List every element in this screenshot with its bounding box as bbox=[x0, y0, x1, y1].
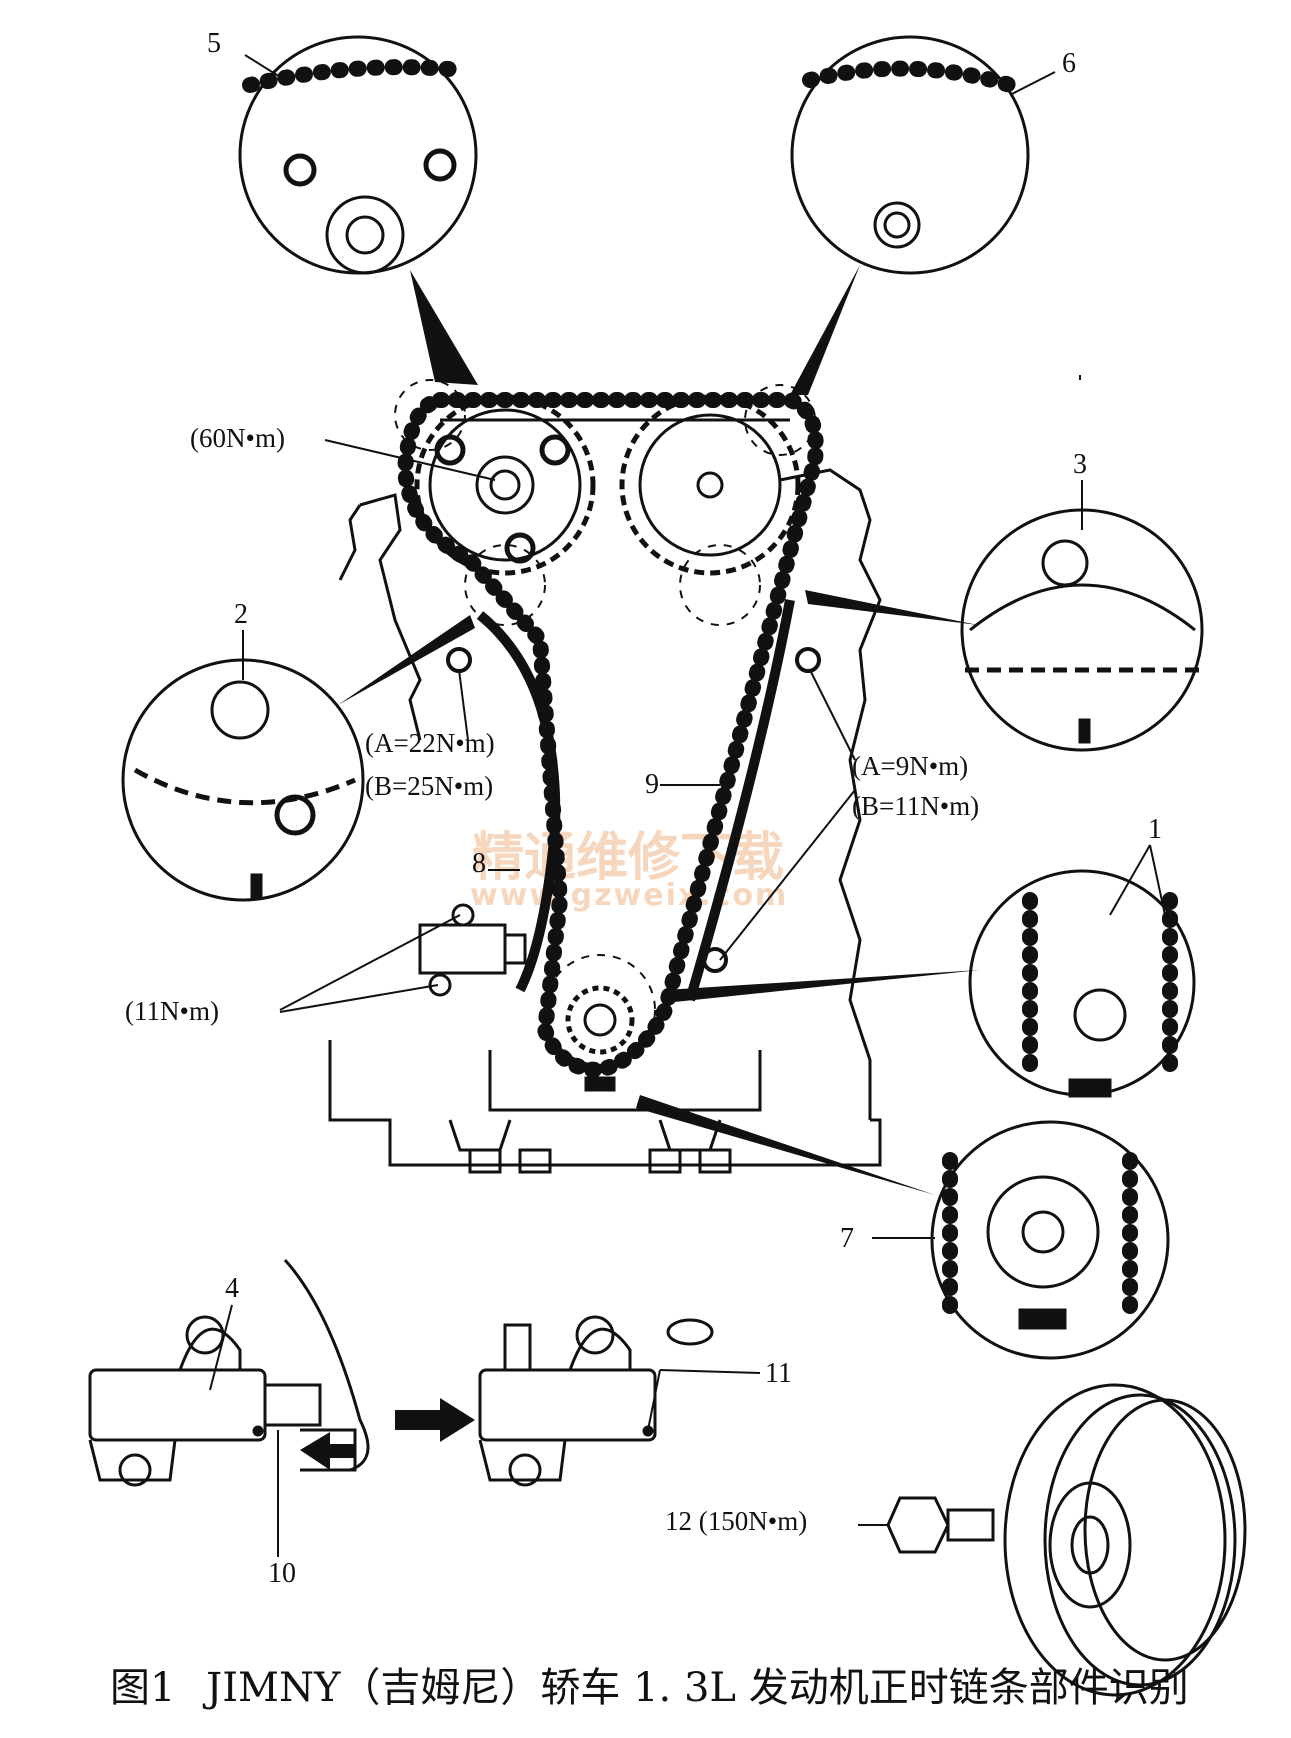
detail-circle-6 bbox=[790, 35, 1030, 395]
chain-guides bbox=[476, 599, 795, 1002]
right-arrow-icon bbox=[395, 1398, 475, 1442]
tensioner-locked bbox=[478, 1315, 714, 1487]
torque-camshaft-bolt: (60N•m) bbox=[190, 423, 285, 453]
torque-guide-b-left: (B=25N•m) bbox=[365, 771, 493, 801]
leader-lines bbox=[242, 54, 1166, 1239]
torque-labels: (60N•m) (A=22N•m) (B=25N•m) (A=9N•m) (B=… bbox=[125, 423, 979, 1026]
svg-text:www.gzweix.com: www.gzweix.com bbox=[470, 878, 788, 913]
tensioner-compressed bbox=[88, 1258, 370, 1487]
torque-guide-a-left: (A=22N•m) bbox=[365, 728, 495, 758]
callout-9: 9 bbox=[645, 769, 659, 800]
torque-guide-a-right: (A=9N•m) bbox=[852, 751, 968, 781]
crank-pulley bbox=[1003, 1383, 1247, 1697]
figure-caption: 图1 JIMNY（吉姆尼）轿车 1. 3L 发动机正时链条部件识别 bbox=[110, 1655, 1270, 1713]
figure-number: 图1 bbox=[110, 1665, 176, 1711]
callout-8: 8 bbox=[472, 848, 486, 879]
chain-tensioner bbox=[418, 903, 527, 997]
crank-bolt bbox=[886, 1496, 995, 1554]
torque-tensioner: (11N•m) bbox=[125, 996, 219, 1026]
callout-1: 1 bbox=[1148, 814, 1162, 845]
callout-12: 12 (150N•m) bbox=[665, 1506, 807, 1536]
detail-circle-3 bbox=[805, 508, 1204, 752]
callout-3: 3 bbox=[1073, 449, 1087, 480]
detail-circle-7 bbox=[636, 1095, 1170, 1360]
exhaust-cam-sprocket bbox=[619, 384, 816, 626]
detail-circle-1 bbox=[665, 869, 1196, 1098]
leaders-bottom bbox=[209, 1304, 888, 1557]
push-arrow-icon bbox=[300, 1432, 355, 1470]
intake-cam-sprocket bbox=[394, 379, 596, 626]
guide-bolts bbox=[446, 647, 821, 973]
callout-11: 11 bbox=[765, 1358, 792, 1389]
callout-2: 2 bbox=[234, 599, 248, 630]
callout-7: 7 bbox=[840, 1223, 854, 1254]
callout-4: 4 bbox=[225, 1273, 239, 1304]
crank-sprocket bbox=[544, 954, 656, 1092]
figure-title: JIMNY（吉姆尼）轿车 1. 3L 发动机正时链条部件识别 bbox=[206, 1665, 1189, 1711]
callout-10: 10 bbox=[268, 1558, 296, 1589]
torque-guide-b-right: (B=11N•m) bbox=[852, 791, 979, 821]
callout-labels: 5 6 3 2 8 9 1 7 4 10 11 12 (150N•m) bbox=[207, 28, 1162, 1589]
callout-6: 6 bbox=[1062, 48, 1076, 79]
callout-5: 5 bbox=[207, 28, 221, 59]
detail-circle-5 bbox=[238, 35, 478, 385]
